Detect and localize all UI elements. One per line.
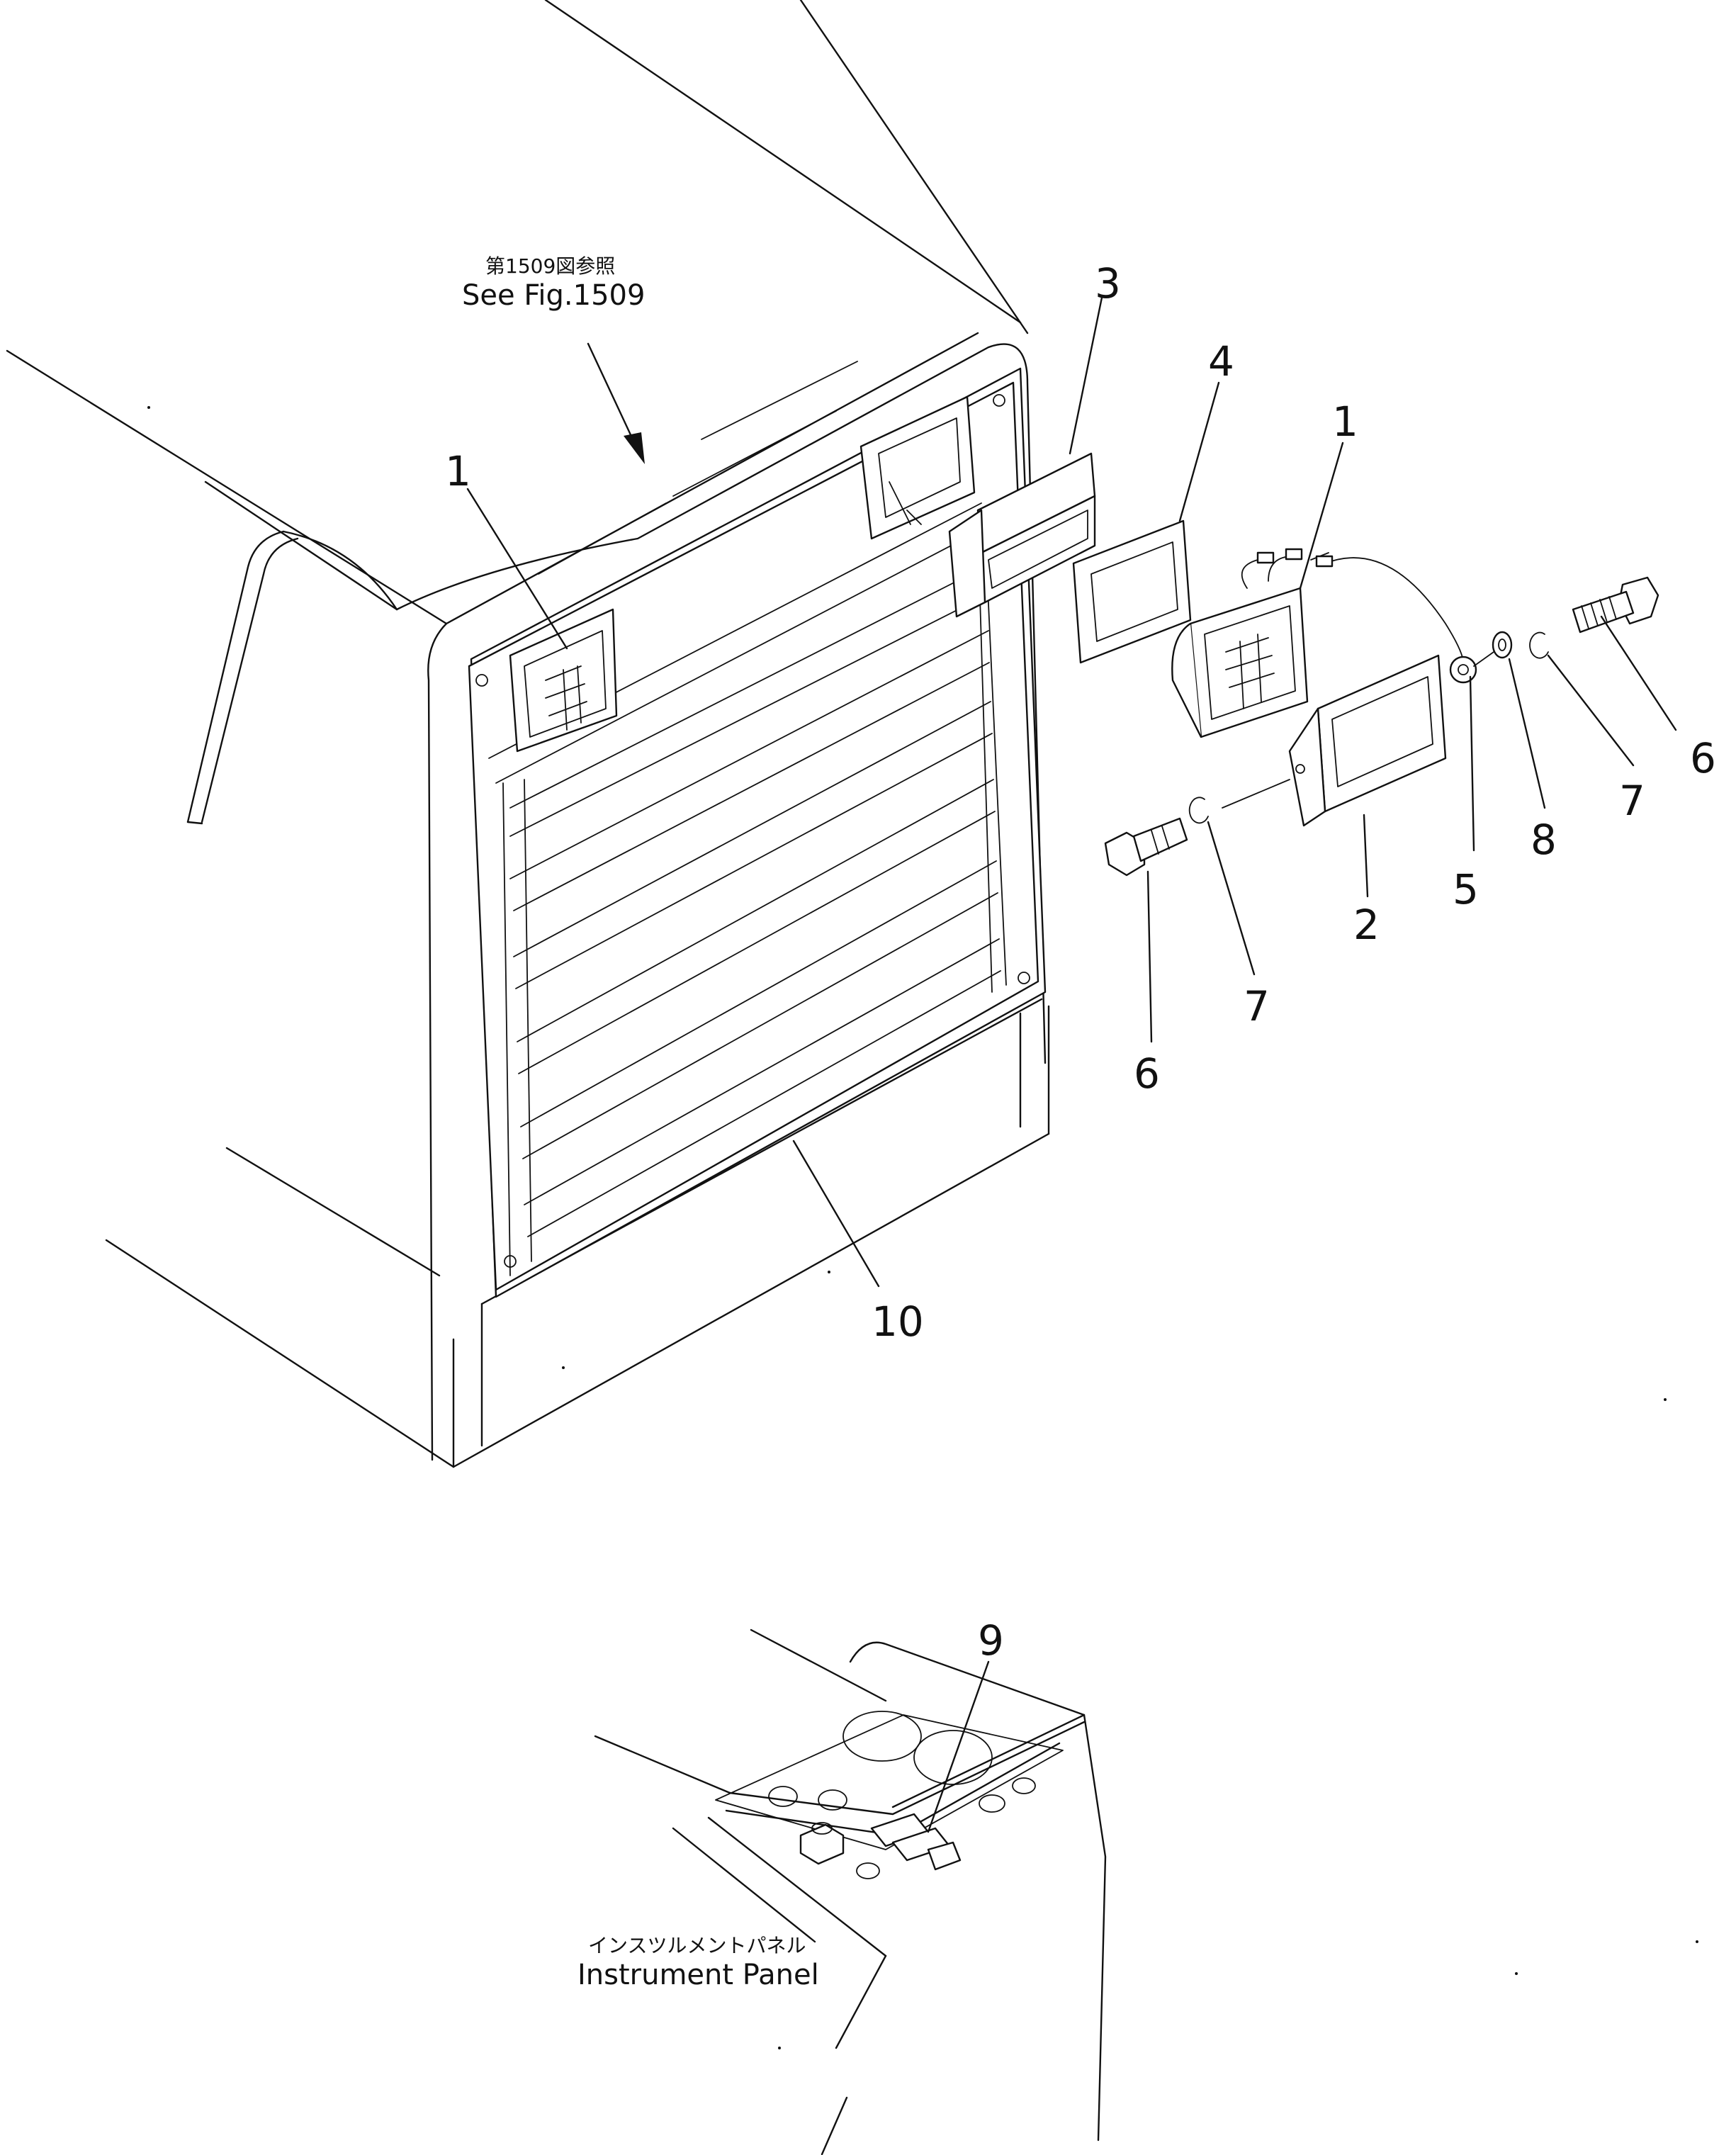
eyelet-5 [1449, 655, 1477, 684]
work-lamp-mounted [509, 608, 618, 753]
callout-3: 3 [1095, 259, 1121, 308]
callout-5: 5 [1453, 865, 1479, 913]
callout-1-left: 1 [445, 447, 471, 495]
callout-10: 10 [872, 1298, 924, 1346]
instrument-panel-label-jp: インスツルメントパネル [588, 1934, 806, 1957]
see-fig-en: See Fig.1509 [462, 279, 645, 312]
callout-6-left: 6 [1134, 1050, 1160, 1098]
spring-washer-7b [1188, 797, 1209, 824]
work-lamp-1 [1171, 548, 1464, 738]
bolt-6a [1572, 576, 1659, 634]
callout-7-left: 7 [1244, 982, 1270, 1030]
callout-8: 8 [1531, 816, 1557, 864]
instrument-panel-label: インスツルメントパネル Instrument Panel [577, 1934, 819, 1991]
reference-note: 第1509図参照 See Fig.1509 [462, 254, 645, 312]
instrument-panel-label-en: Instrument Panel [577, 1959, 819, 1991]
cab-hatch [859, 395, 976, 540]
louvers [509, 566, 1001, 1237]
leader-lines [466, 296, 1677, 1288]
callout-7-right: 7 [1619, 777, 1645, 825]
callout-labels: 1 1 2 3 4 5 6 6 7 7 8 9 10 [445, 259, 1716, 1665]
callout-1-right: 1 [1332, 398, 1358, 446]
callout-2: 2 [1353, 901, 1380, 949]
bracket-3 [948, 452, 1096, 618]
washer-8 [1492, 631, 1513, 659]
callout-6-right: 6 [1690, 734, 1716, 782]
see-fig-jp: 第1509図参照 [485, 254, 615, 278]
instrument-panel-assembly [594, 1628, 1107, 2155]
bolt-6b [1104, 817, 1188, 877]
gasket-4 [1072, 519, 1192, 664]
spring-washer-7a [1529, 631, 1549, 659]
callout-9: 9 [978, 1616, 1004, 1665]
callout-4: 4 [1208, 337, 1234, 386]
lamp-guard-2 [1288, 654, 1447, 827]
